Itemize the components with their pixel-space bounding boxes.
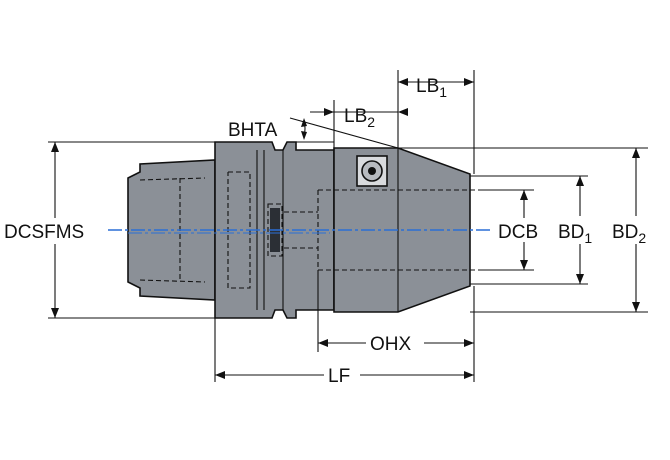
label-bhta: BHTA xyxy=(228,120,278,141)
dim-dcsfms: DCSFMS xyxy=(2,141,215,319)
dim-lb2: LB2 xyxy=(310,100,408,150)
label-bd1: BD1 xyxy=(558,222,592,246)
label-dcsfms: DCSFMS xyxy=(4,222,84,243)
hidden-stop-screw xyxy=(267,203,283,257)
dim-bhta: BHTA xyxy=(228,117,399,149)
dim-lf: LF xyxy=(214,318,474,387)
screw-core xyxy=(368,167,376,175)
hidden-shank xyxy=(139,171,251,289)
label-lb2: LB2 xyxy=(344,106,375,130)
label-lf: LF xyxy=(328,366,350,387)
dim-lb1: LB1 xyxy=(397,70,475,174)
dim-bd1: BD1 xyxy=(470,175,606,285)
dim-bd2: BD2 xyxy=(398,147,666,313)
label-dcb: DCB xyxy=(498,222,538,243)
dim-dcb: DCB xyxy=(478,189,550,271)
label-lb1: LB1 xyxy=(416,76,447,100)
label-bd2: BD2 xyxy=(612,222,646,246)
label-ohx: OHX xyxy=(370,334,412,355)
dim-ohx: OHX xyxy=(317,270,475,382)
